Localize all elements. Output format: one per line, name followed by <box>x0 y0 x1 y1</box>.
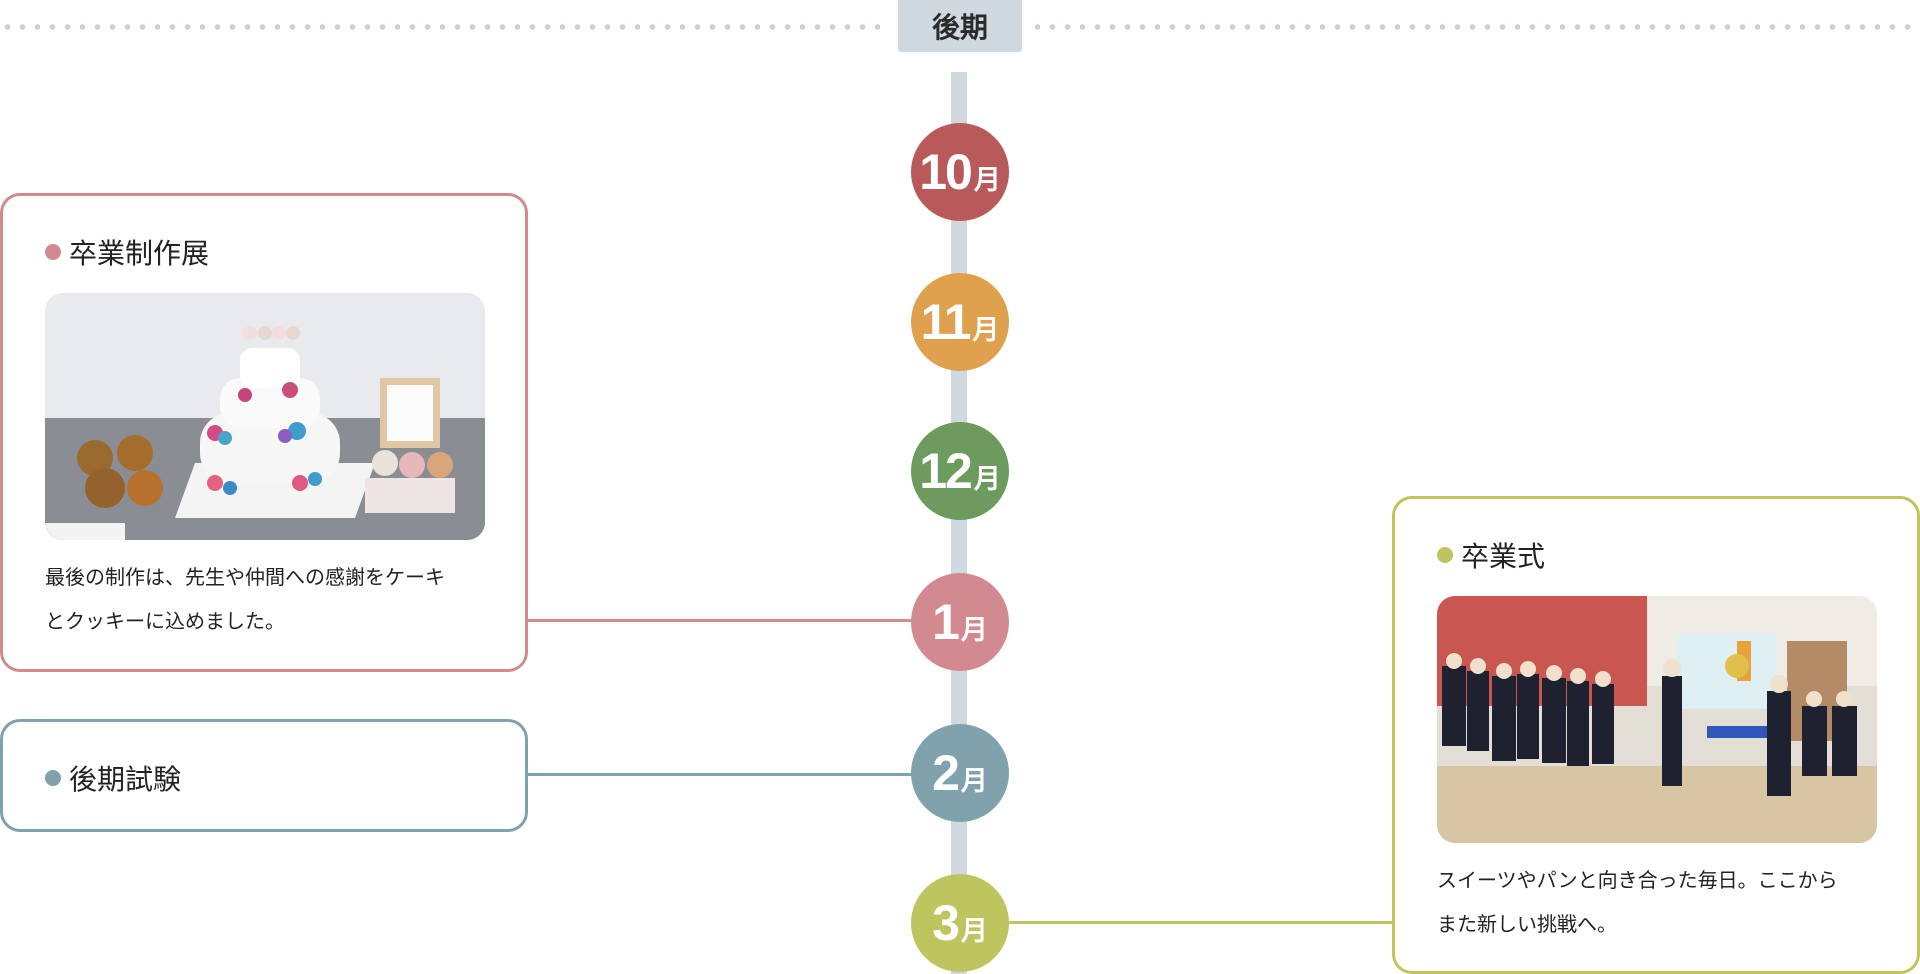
month-unit: 月 <box>960 766 988 797</box>
event-card-ceremony: 卒業式 <box>1392 496 1920 974</box>
cake-photo-illustration <box>45 293 485 540</box>
exhibition-photo <box>45 293 485 540</box>
month-number: 3 <box>932 895 960 951</box>
dotted-divider-right <box>1030 24 1920 30</box>
month-number: 2 <box>932 745 960 801</box>
month-unit: 月 <box>960 615 988 646</box>
event-card-exhibition: 卒業制作展 最後の制作は、先生や仲間への <box>0 193 528 672</box>
month-unit: 月 <box>972 315 1000 346</box>
ceremony-photo-illustration <box>1437 596 1877 843</box>
month-number: 12 <box>919 443 973 499</box>
event-title-text: 後期試験 <box>69 763 182 796</box>
bullet-dot <box>1437 547 1453 563</box>
bullet-dot <box>45 770 61 786</box>
connector-exam <box>525 773 915 776</box>
month-unit: 月 <box>973 165 1001 196</box>
month-number: 1 <box>932 594 960 650</box>
event-title-text: 卒業式 <box>1461 540 1546 573</box>
month-number: 11 <box>920 294 972 350</box>
event-title: 卒業制作展 <box>45 232 209 272</box>
month-unit: 月 <box>960 916 988 947</box>
month-number: 10 <box>919 144 973 200</box>
description-line-1: 最後の制作は、先生や仲間への感謝をケーキ <box>45 565 445 589</box>
event-title-text: 卒業制作展 <box>69 237 210 270</box>
description-line-2: また新しい挑戦へ。 <box>1437 912 1617 936</box>
bullet-dot <box>45 244 61 260</box>
connector-ceremony <box>1005 921 1395 924</box>
connector-exhibition <box>525 619 915 622</box>
dotted-divider-left <box>0 24 880 30</box>
event-title: 卒業式 <box>1437 535 1545 575</box>
event-card-exam: 後期試験 <box>0 719 528 832</box>
ceremony-photo <box>1437 596 1877 843</box>
event-description: 最後の制作は、先生や仲間への感謝をケーキ とクッキーに込めました。 <box>45 555 495 643</box>
description-line-2: とクッキーに込めました。 <box>45 609 285 633</box>
event-description: スイーツやパンと向き合った毎日。ここから また新しい挑戦へ。 <box>1437 858 1887 946</box>
description-line-1: スイーツやパンと向き合った毎日。ここから <box>1437 868 1838 892</box>
month-unit: 月 <box>973 464 1001 495</box>
event-title: 後期試験 <box>45 758 181 798</box>
period-label: 後期 <box>898 0 1022 52</box>
